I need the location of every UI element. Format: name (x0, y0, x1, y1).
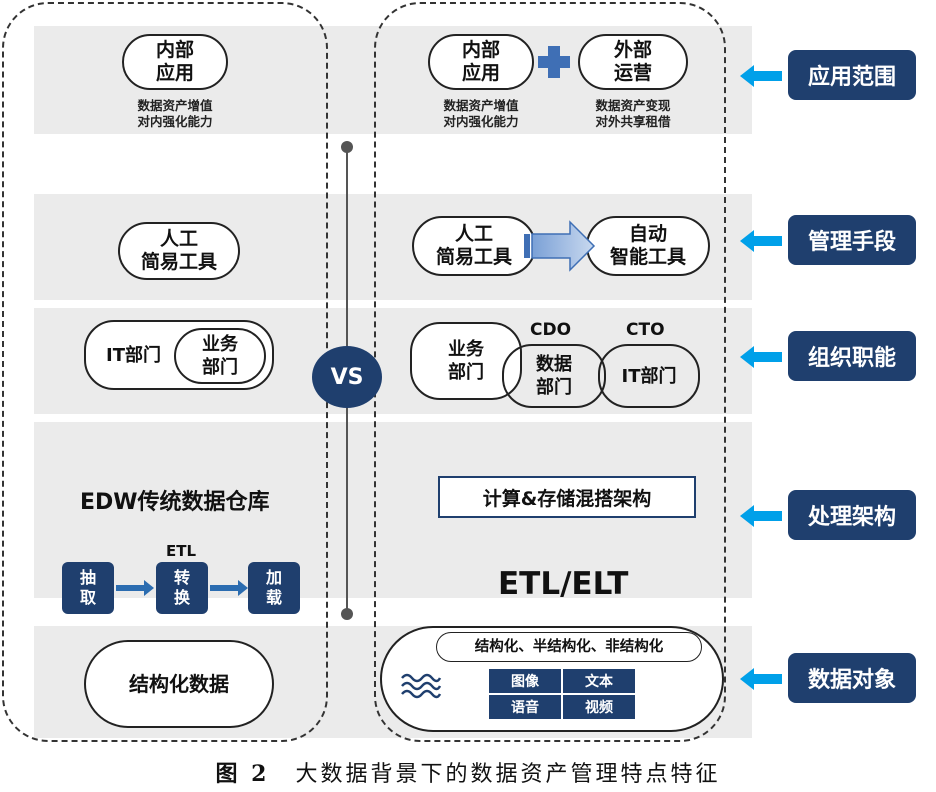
right-org-cdo: CDO (530, 320, 572, 340)
center-dot-top (341, 141, 353, 153)
right-arch-box-text: 计算&存储混搭架构 (482, 487, 652, 510)
data-cell-image: 图像 (488, 668, 562, 694)
left-mgmt-pill: 人工 简易工具 (118, 222, 240, 280)
row-arrow-org (740, 346, 782, 368)
left-etl-label: ETL (166, 542, 197, 560)
caption-text: 大数据背景下的数据资产管理特点特征 (295, 762, 721, 787)
row-label-org-text: 组织职能 (807, 346, 896, 371)
vs-text: VS (330, 364, 364, 390)
left-scope-note: 数据资产增值 对内强化能力 (137, 98, 213, 129)
row-label-scope: 应用范围 (788, 50, 916, 100)
right-data-types: 结构化、半结构化、非结构化 (436, 632, 702, 662)
row-label-data: 数据对象 (788, 653, 916, 703)
row-label-arch: 处理架构 (788, 490, 916, 540)
right-scope-internal-note: 数据资产增值 对内强化能力 (443, 98, 519, 129)
row-arrow-scope (740, 65, 782, 87)
row-label-mgmt: 管理手段 (788, 215, 916, 265)
row-label-org: 组织职能 (788, 331, 916, 381)
right-arch-box: 计算&存储混搭架构 (438, 476, 696, 518)
right-scope-external: 外部 运营 (578, 34, 688, 90)
right-org-data: 数据 部门 (502, 344, 606, 408)
left-arch-title: EDW传统数据仓库 (80, 490, 270, 515)
right-scope-external-note: 数据资产变现 对外共享租借 (595, 98, 671, 129)
water-wave-icon (401, 673, 442, 699)
mgmt-arrow (524, 220, 596, 272)
data-cell-text: 文本 (562, 668, 636, 694)
row-arrow-data (740, 668, 782, 690)
right-arch-etl: ETL/ELT (498, 566, 629, 602)
right-org-cto: CTO (626, 320, 665, 340)
plus-icon (538, 46, 570, 78)
left-org-it-label: IT部门 (106, 344, 161, 366)
data-cell-speech: 语音 (488, 694, 562, 720)
row-arrow-arch (740, 505, 782, 527)
row-arrow-mgmt (740, 230, 782, 252)
vs-badge: VS (312, 346, 382, 408)
left-data-pill: 结构化数据 (84, 640, 274, 728)
left-scope-pill: 内部 应用 (122, 34, 228, 90)
row-label-scope-text: 应用范围 (807, 65, 896, 90)
row-label-mgmt-text: 管理手段 (807, 230, 896, 255)
etl-step-transform: 转 换 (156, 562, 208, 614)
right-mgmt-to: 自动 智能工具 (586, 216, 710, 276)
right-mgmt-from: 人工 简易工具 (412, 216, 536, 276)
etl-step-extract: 抽 取 (62, 562, 114, 614)
row-label-data-text: 数据对象 (807, 668, 896, 693)
row-label-arch-text: 处理架构 (807, 505, 896, 530)
data-cell-video: 视频 (562, 694, 636, 720)
right-scope-internal: 内部 应用 (428, 34, 534, 90)
caption-fig: 图 2 (215, 761, 270, 787)
center-dot-bottom (341, 608, 353, 620)
right-org-it: IT部门 (598, 344, 700, 408)
left-org-inner: 业务 部门 (174, 328, 266, 384)
etl-arrow-1 (116, 580, 154, 596)
etl-arrow-2 (210, 580, 248, 596)
figure-caption: 图 2 大数据背景下的数据资产管理特点特征 (0, 756, 936, 788)
etl-step-load: 加 载 (248, 562, 300, 614)
